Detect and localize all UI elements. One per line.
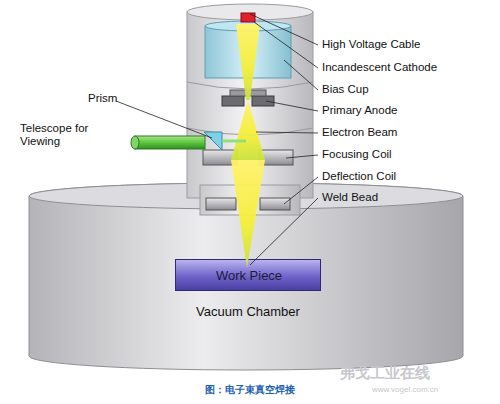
part-name: Telescope for Viewing — [20, 122, 90, 148]
work-piece: Work Piece — [175, 259, 321, 291]
part-name: Primary Anode — [322, 104, 397, 117]
part-name: Incandescent Cathode — [322, 61, 437, 74]
part-name: High Voltage Cable — [322, 38, 420, 51]
part-name: Bias Cup — [322, 83, 369, 96]
figure-caption: 图：电子束真空焊接 — [0, 383, 500, 397]
chamber-label: Vacuum Chamber — [178, 304, 318, 319]
part-name: Deflection Coil — [322, 170, 396, 183]
watermark: 弗戈工业在线 — [340, 366, 430, 379]
watermark: www.vogel.com.cn — [372, 383, 438, 396]
part-name: Prism — [88, 92, 117, 105]
part-name: Weld Bead — [322, 191, 378, 204]
part-label: Work Piece — [176, 268, 322, 283]
part-name: Focusing Coil — [322, 148, 392, 161]
part-name: Electron Beam — [322, 126, 397, 139]
